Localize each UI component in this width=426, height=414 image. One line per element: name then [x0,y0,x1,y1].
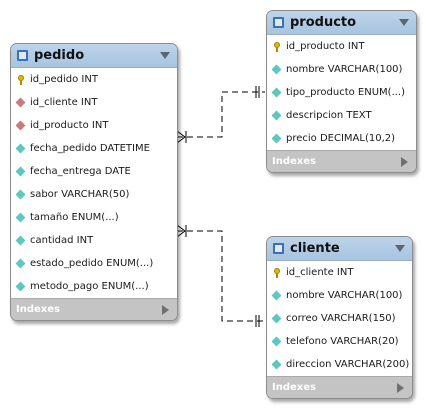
indexes-footer[interactable]: Indexes [267,150,416,172]
column-row[interactable]: fecha_entrega DATE [11,160,177,183]
column-row[interactable]: nombre VARCHAR(100) [267,284,412,307]
column-label: id_cliente INT [286,267,354,278]
column-row[interactable]: id_producto INT [267,35,416,58]
column-label: fecha_pedido DATETIME [30,143,150,154]
chevron-right-icon[interactable] [397,383,404,393]
column-diamond-icon [16,236,26,246]
column-row[interactable]: id_cliente INT [267,261,412,284]
column-list: id_cliente INT nombre VARCHAR(100) correo … [267,261,412,376]
foreign-key-diamond-icon [16,121,26,131]
column-label: tamaño ENUM(...) [30,212,119,223]
column-row[interactable]: id_cliente INT [11,91,177,114]
table-title: producto [290,15,357,30]
column-diamond-icon [272,314,282,324]
column-label: direccion VARCHAR(200) [286,359,410,370]
column-label: nombre VARCHAR(100) [286,290,403,301]
table-icon [17,50,28,61]
indexes-footer[interactable]: Indexes [267,376,412,398]
column-row[interactable]: metodo_pago ENUM(...) [11,275,177,298]
key-icon [16,74,26,85]
link-pedido-cliente [176,224,265,327]
column-label: id_producto INT [286,41,365,52]
table-icon [273,243,284,254]
foreign-key-diamond-icon [16,98,26,108]
column-list: id_pedido INT id_cliente INT id_producto I… [11,68,177,298]
column-list: id_producto INT nombre VARCHAR(100) tipo_p… [267,35,416,150]
link-pedido-producto [176,86,265,144]
indexes-label: Indexes [272,156,316,167]
column-label: id_producto INT [30,120,109,131]
chevron-down-icon[interactable] [160,52,170,59]
column-row[interactable]: tamaño ENUM(...) [11,206,177,229]
column-label: estado_pedido ENUM(...) [30,258,154,269]
table-header[interactable]: cliente [267,237,412,261]
column-label: metodo_pago ENUM(...) [30,281,149,292]
column-label: id_pedido INT [30,74,98,85]
indexes-label: Indexes [272,382,316,393]
table-cliente[interactable]: cliente id_cliente INT nombre VARCHAR(100… [266,236,413,399]
column-label: sabor VARCHAR(50) [30,189,130,200]
table-header[interactable]: pedido [11,44,177,68]
column-label: fecha_entrega DATE [30,166,131,177]
chevron-down-icon[interactable] [399,19,409,26]
column-label: precio DECIMAL(10,2) [286,133,396,144]
indexes-label: Indexes [16,304,60,315]
column-row[interactable]: cantidad INT [11,229,177,252]
indexes-footer[interactable]: Indexes [11,298,177,320]
column-row[interactable]: nombre VARCHAR(100) [267,58,416,81]
column-row[interactable]: correo VARCHAR(150) [267,307,412,330]
column-row[interactable]: id_pedido INT [11,68,177,91]
chevron-right-icon[interactable] [162,305,169,315]
column-diamond-icon [272,65,282,75]
column-row[interactable]: fecha_pedido DATETIME [11,137,177,160]
column-diamond-icon [16,190,26,200]
column-row[interactable]: precio DECIMAL(10,2) [267,127,416,150]
column-diamond-icon [272,134,282,144]
table-icon [273,17,284,28]
column-row[interactable]: sabor VARCHAR(50) [11,183,177,206]
column-diamond-icon [272,111,282,121]
column-row[interactable]: descripcion TEXT [267,104,416,127]
column-row[interactable]: id_producto INT [11,114,177,137]
chevron-right-icon[interactable] [401,157,408,167]
table-header[interactable]: producto [267,11,416,35]
column-label: id_cliente INT [30,97,98,108]
column-diamond-icon [272,88,282,98]
chevron-down-icon[interactable] [395,245,405,252]
table-title: cliente [290,241,340,256]
column-label: descripcion TEXT [286,110,372,121]
column-row[interactable]: direccion VARCHAR(200) [267,353,412,376]
column-label: telefono VARCHAR(20) [286,336,399,347]
column-row[interactable]: estado_pedido ENUM(...) [11,252,177,275]
column-diamond-icon [16,167,26,177]
table-pedido[interactable]: pedido id_pedido INT id_cliente INT id_pro… [10,43,178,321]
column-diamond-icon [16,259,26,269]
key-icon [272,41,282,52]
column-diamond-icon [272,291,282,301]
column-diamond-icon [272,360,282,370]
column-label: cantidad INT [30,235,94,246]
column-diamond-icon [272,337,282,347]
column-diamond-icon [16,213,26,223]
column-row[interactable]: tipo_producto ENUM(...) [267,81,416,104]
column-diamond-icon [16,282,26,292]
column-diamond-icon [16,144,26,154]
key-icon [272,267,282,278]
column-label: nombre VARCHAR(100) [286,64,403,75]
column-row[interactable]: telefono VARCHAR(20) [267,330,412,353]
table-producto[interactable]: producto id_producto INT nombre VARCHAR(1… [266,10,417,173]
table-title: pedido [34,48,85,63]
column-label: correo VARCHAR(150) [286,313,396,324]
column-label: tipo_producto ENUM(...) [286,87,406,98]
